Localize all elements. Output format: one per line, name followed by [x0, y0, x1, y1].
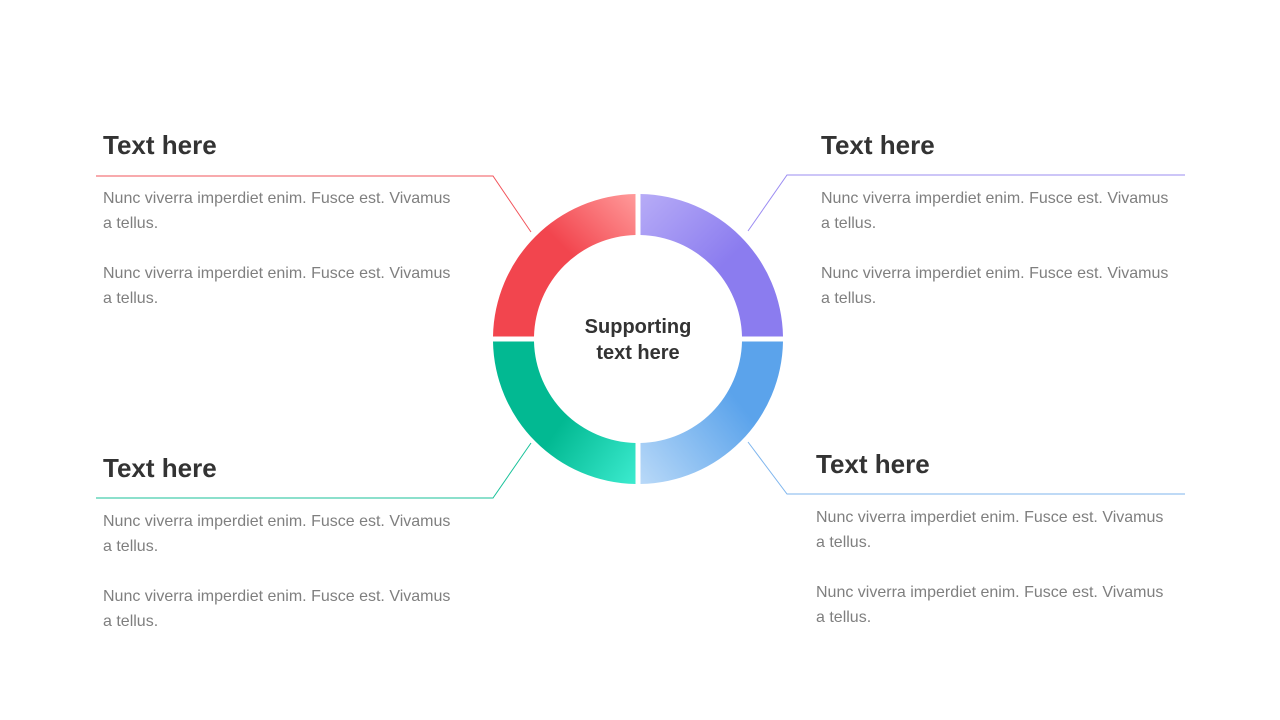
heading-top-left: Text here — [103, 130, 217, 160]
connector-bottom-right — [747, 441, 1185, 495]
paragraph-bottom-left-2: Nunc viverra imperdiet enim. Fusce est. … — [103, 588, 451, 630]
connector-top-left — [96, 175, 532, 233]
connector-top-right — [747, 174, 1185, 232]
heading-bottom-left: Text here — [103, 453, 217, 483]
donut-ring — [493, 194, 783, 484]
paragraph-top-right-1: Nunc viverra imperdiet enim. Fusce est. … — [821, 190, 1169, 232]
connector-bottom-left — [96, 442, 532, 499]
paragraph-top-left-1: Nunc viverra imperdiet enim. Fusce est. … — [103, 190, 451, 232]
paragraph-bottom-right-2: Nunc viverra imperdiet enim. Fusce est. … — [816, 584, 1164, 626]
ring-segment-purple — [640, 194, 783, 337]
center-label: Supporting text here — [558, 314, 718, 366]
paragraph-bottom-left-1: Nunc viverra imperdiet enim. Fusce est. … — [103, 513, 451, 555]
text-block-top-right: Text here Nunc viverra imperdiet enim. F… — [821, 130, 1181, 311]
heading-bottom-right: Text here — [816, 449, 930, 479]
text-block-bottom-right: Text here Nunc viverra imperdiet enim. F… — [816, 449, 1176, 630]
paragraph-bottom-right-1: Nunc viverra imperdiet enim. Fusce est. … — [816, 509, 1164, 551]
ring-segment-red — [493, 194, 636, 337]
text-block-bottom-left: Text here Nunc viverra imperdiet enim. F… — [103, 453, 463, 634]
paragraph-top-right-2: Nunc viverra imperdiet enim. Fusce est. … — [821, 265, 1169, 307]
center-label-line2: text here — [596, 342, 680, 364]
heading-top-right: Text here — [821, 130, 935, 160]
text-block-top-left: Text here Nunc viverra imperdiet enim. F… — [103, 130, 463, 311]
center-label-line1: Supporting — [584, 316, 692, 338]
paragraph-top-left-2: Nunc viverra imperdiet enim. Fusce est. … — [103, 265, 451, 307]
ring-segment-blue — [640, 341, 783, 484]
ring-segment-green — [493, 341, 636, 484]
